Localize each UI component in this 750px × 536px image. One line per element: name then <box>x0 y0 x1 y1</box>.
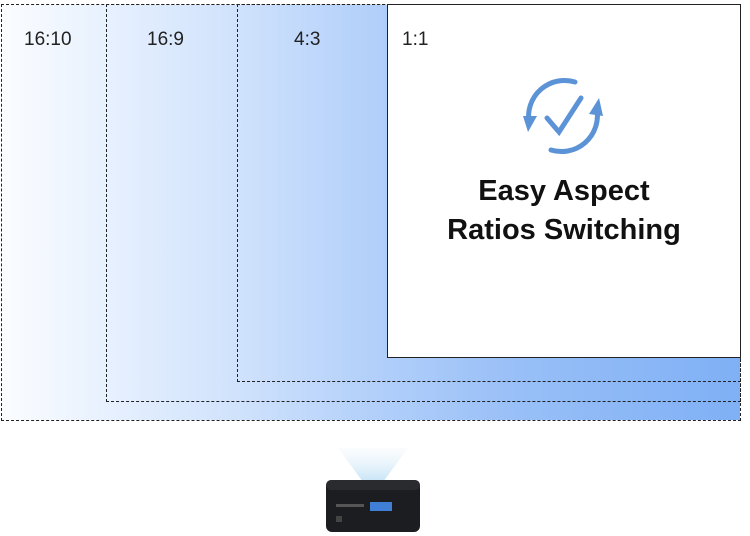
feature-title: Easy Aspect Ratios Switching <box>387 172 741 250</box>
refresh-check-icon <box>523 77 603 155</box>
ratio-label-1-1: 1:1 <box>402 29 429 50</box>
ratio-label-4-3: 4:3 <box>294 29 321 50</box>
feature-title-line1: Easy Aspect <box>478 175 650 207</box>
ratio-label-16-9: 16:9 <box>147 29 184 50</box>
feature-title-line2: Ratios Switching <box>447 214 681 246</box>
ratio-label-16-10: 16:10 <box>24 29 72 50</box>
frame-1-1 <box>387 4 741 358</box>
projector-icon <box>326 448 420 532</box>
